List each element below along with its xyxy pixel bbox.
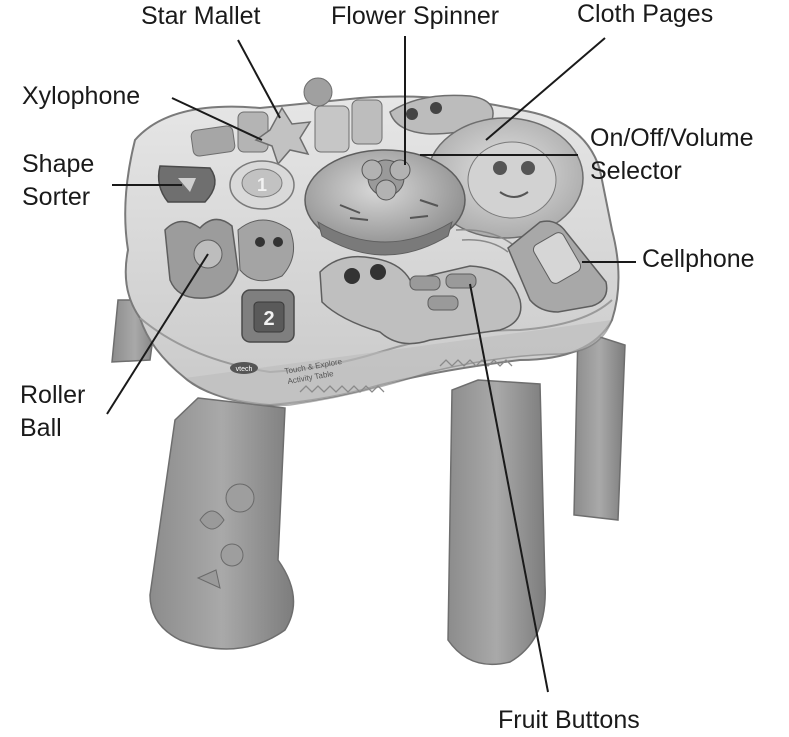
label-volume-line-1: On/Off/Volume bbox=[590, 124, 754, 152]
center-dome-part bbox=[304, 149, 466, 256]
leader-xylophone bbox=[171, 97, 263, 141]
label-shape-sorter-line-1: Shape bbox=[22, 150, 95, 178]
label-roller-ball: Roller Ball bbox=[20, 379, 85, 445]
cellphone-part bbox=[507, 220, 608, 313]
leader-cloth-pages bbox=[485, 37, 606, 141]
label-fruit-buttons: Fruit Buttons bbox=[498, 704, 640, 737]
label-volume-line-2: Selector bbox=[590, 157, 682, 185]
label-shape-sorter: Shape Sorter bbox=[22, 148, 94, 214]
roller-ball-part bbox=[164, 218, 295, 299]
label-xylophone: Xylophone bbox=[22, 80, 140, 113]
label-cellphone: Cellphone bbox=[642, 243, 755, 276]
shape-sorter-part: 1 2 bbox=[157, 160, 295, 343]
brand-text: vtech bbox=[236, 366, 253, 373]
leader-roller-ball bbox=[106, 253, 209, 415]
label-star-mallet-text: Star Mallet bbox=[141, 2, 261, 30]
leader-fruit-buttons bbox=[469, 283, 549, 693]
label-star-mallet: Star Mallet bbox=[141, 0, 260, 33]
label-xylophone-text: Xylophone bbox=[22, 82, 141, 110]
label-roller-ball-line-2: Ball bbox=[20, 414, 62, 442]
label-cloth-pages-text: Cloth Pages bbox=[577, 0, 714, 28]
shape-number-1: 1 bbox=[257, 175, 267, 195]
label-cloth-pages: Cloth Pages bbox=[577, 0, 713, 31]
label-fruit-buttons-text: Fruit Buttons bbox=[498, 706, 640, 734]
cloth-pages-part bbox=[389, 94, 584, 239]
table-legs bbox=[111, 299, 626, 666]
label-on-off-volume-selector: On/Off/Volume Selector bbox=[590, 122, 754, 188]
leader-star-mallet bbox=[237, 39, 281, 119]
turtle-fruit-buttons-part bbox=[319, 229, 522, 345]
label-roller-ball-line-1: Roller bbox=[20, 381, 86, 409]
leader-lines bbox=[106, 36, 636, 693]
label-cellphone-text: Cellphone bbox=[642, 245, 755, 273]
shape-number-2: 2 bbox=[263, 308, 274, 330]
label-shape-sorter-line-2: Sorter bbox=[22, 183, 91, 211]
star-mallet-part bbox=[254, 77, 333, 166]
label-flower-spinner: Flower Spinner bbox=[331, 0, 499, 33]
label-flower-spinner-text: Flower Spinner bbox=[331, 2, 500, 30]
